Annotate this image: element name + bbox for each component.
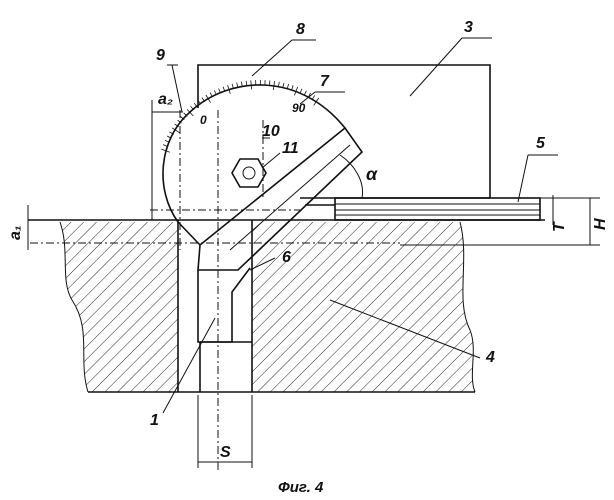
figure-caption: Фиг. 4 — [278, 479, 324, 496]
label-8: 8 — [296, 21, 305, 38]
scale-tick — [209, 92, 213, 98]
scale-ninety: 90 — [292, 101, 306, 115]
scale-tick — [286, 83, 289, 89]
leader-1 — [162, 317, 216, 414]
label-a1: a₁ — [7, 225, 24, 240]
scale-tick — [218, 88, 221, 94]
protractor-left-edge — [177, 221, 201, 246]
leader-8 — [251, 39, 293, 77]
scale-zero: 0 — [200, 113, 207, 127]
label-9: 9 — [156, 47, 165, 64]
leader-3 — [409, 37, 463, 97]
scale-tick — [222, 86, 226, 92]
scale-tick — [166, 135, 172, 139]
scale-tick — [177, 119, 182, 124]
label-H: H — [592, 218, 609, 230]
leader-11 — [261, 152, 281, 169]
label-S: S — [220, 444, 231, 461]
label-7: 7 — [320, 73, 330, 90]
scale-tick — [241, 81, 243, 87]
hex-nut-center — [242, 166, 256, 180]
body-3 — [197, 64, 491, 198]
workpiece-left-hatch — [60, 222, 178, 392]
scale-tick — [250, 80, 252, 90]
stem-1 — [197, 267, 251, 343]
label-a2: a₂ — [158, 91, 173, 108]
scale-tick — [171, 127, 180, 134]
label-3: 3 — [464, 19, 473, 36]
plate-5 — [334, 197, 541, 221]
scale-tick — [190, 105, 195, 111]
label-T: T — [551, 221, 568, 232]
scale-tick — [282, 82, 285, 88]
scale-tick — [245, 80, 248, 86]
scale-tick — [291, 85, 294, 91]
label-10: 10 — [262, 123, 280, 140]
scale-tick — [231, 83, 234, 89]
label-11: 11 — [282, 140, 299, 157]
scale-tick — [278, 81, 280, 87]
scale-tick — [227, 84, 231, 94]
scale-tick — [183, 112, 188, 117]
workpiece-outline-right — [459, 221, 476, 393]
scale-tick — [294, 86, 298, 96]
scale-tick — [197, 100, 202, 105]
arm-6 — [197, 126, 364, 271]
label-6: 6 — [282, 249, 291, 266]
leader-5 — [517, 154, 529, 203]
workpiece-outline-left — [59, 221, 89, 393]
scale-tick — [161, 148, 170, 153]
scale-tick — [269, 80, 271, 86]
scale-tick — [311, 95, 316, 100]
angle-alpha-arc — [339, 154, 364, 199]
arm-6-inner — [229, 144, 351, 251]
scale-tick — [180, 116, 185, 121]
scale-tick — [164, 139, 170, 143]
scale-tick — [303, 90, 307, 96]
scale-tick — [213, 90, 217, 96]
scale-tick — [205, 94, 211, 103]
scale-tick — [201, 97, 206, 102]
label-alpha: α — [366, 164, 378, 184]
scale-tick — [174, 123, 179, 128]
workpiece-right-hatch — [252, 222, 475, 392]
scale-tick — [162, 144, 168, 147]
protractor-7 — [162, 84, 346, 223]
scale-tick — [299, 88, 303, 94]
leader-6 — [249, 257, 276, 271]
leader-7 — [299, 91, 316, 105]
protractor-scale — [161, 79, 320, 153]
leader-4 — [329, 299, 481, 359]
scale-tick — [169, 131, 174, 135]
label-4: 4 — [485, 349, 495, 366]
scale-tick — [236, 82, 239, 88]
scale-tick — [313, 97, 320, 106]
hex-nut-11 — [231, 158, 267, 188]
scale-tick — [273, 80, 275, 90]
leader-9-drop — [171, 64, 183, 113]
scale-tick — [186, 109, 194, 117]
label-1: 1 — [150, 412, 159, 429]
label-5: 5 — [536, 135, 546, 152]
scale-tick — [193, 102, 198, 108]
